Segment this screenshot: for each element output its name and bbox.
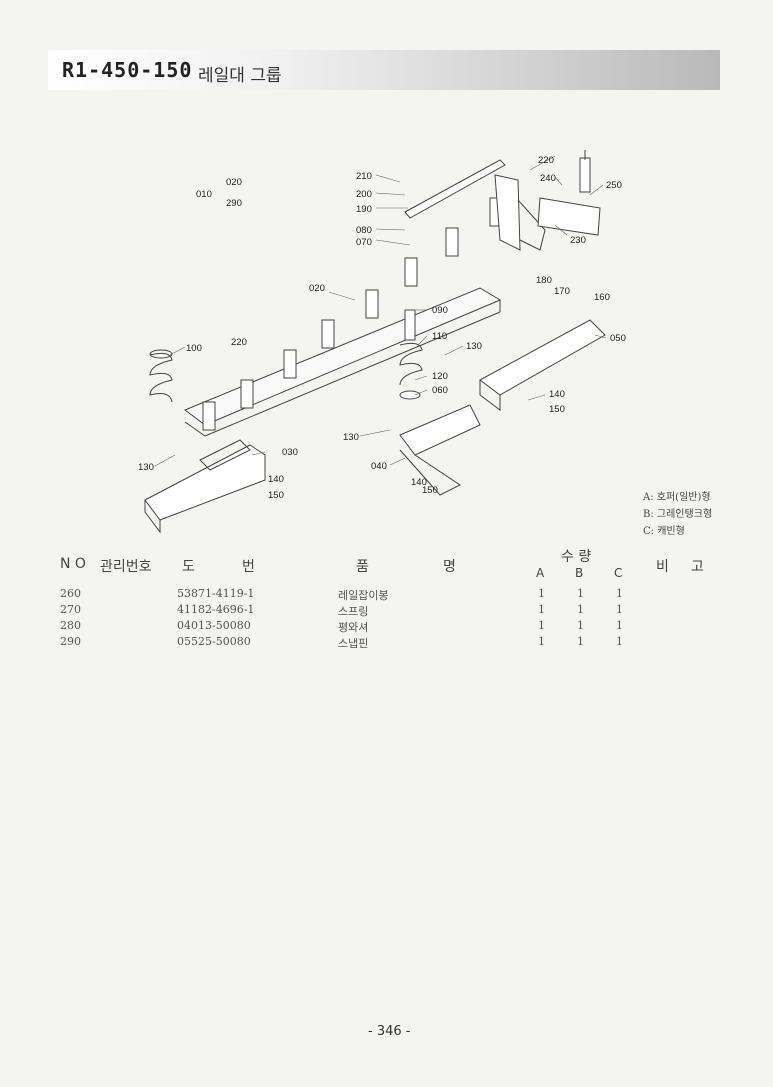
- col-mgmt: 관리번호: [100, 559, 152, 575]
- diagram-label: 220: [231, 337, 247, 348]
- diagram-label: 180: [536, 275, 552, 286]
- diagram-label: 020: [309, 283, 325, 294]
- diagram-label: 290: [226, 198, 242, 209]
- diagram-label: 160: [594, 292, 610, 303]
- section-title: 레일대 그룹: [198, 66, 282, 86]
- diagram-label: 140: [549, 389, 565, 400]
- legend-b: B: 그레인탱크형: [643, 509, 713, 520]
- page-number: - 346 -: [368, 1024, 411, 1039]
- diagram-label: 130: [466, 341, 482, 352]
- col-c: C: [614, 566, 623, 580]
- diagram-label: 140: [411, 477, 427, 488]
- diagram-label: 250: [606, 180, 622, 191]
- diagram-label: 040: [371, 461, 387, 472]
- diagram-label: 220: [538, 155, 554, 166]
- page-header: R1-450-150 레일대 그룹: [48, 50, 720, 90]
- diagram-label: 110: [432, 331, 447, 342]
- diagram-label: 130: [343, 432, 359, 443]
- legend-c: C: 캐빈형: [643, 526, 685, 537]
- diagram-label: 150: [549, 404, 565, 415]
- diagram-label: 100: [186, 343, 202, 354]
- diagram-label: 150: [422, 485, 438, 496]
- diagram-label: 140: [268, 474, 284, 485]
- parts-diagram: 210 200 190 080 070 010 020 290 220 240 …: [138, 150, 626, 534]
- diagram-label: 070: [356, 237, 372, 248]
- diagram-label: 170: [554, 286, 570, 297]
- section-code: R1-450-150: [62, 58, 193, 82]
- diagram-label: 020: [226, 177, 242, 188]
- diagram-label: 010: [196, 189, 212, 200]
- col-pum: 품: [356, 559, 369, 575]
- diagram-label: 080: [356, 225, 372, 236]
- col-go: 고: [691, 559, 704, 575]
- diagram-label: 200: [356, 189, 372, 200]
- col-suryang: 수 량: [561, 549, 592, 565]
- col-no: N O: [60, 556, 86, 572]
- diagram-label: 030: [282, 447, 298, 458]
- diagram-label: 130: [138, 462, 154, 473]
- col-a: A: [536, 566, 545, 580]
- diagram-label: 090: [432, 305, 448, 316]
- diagram-label: 190: [356, 204, 372, 215]
- diagram-label: 120: [432, 371, 448, 382]
- col-b: B: [575, 566, 584, 580]
- diagram-label: 050: [610, 333, 626, 344]
- diagram-label: 210: [356, 171, 372, 182]
- diagram-label: 240: [540, 173, 556, 184]
- diagram-label: 230: [570, 235, 586, 246]
- col-bi: 비: [656, 559, 669, 575]
- diagram-label: 060: [432, 385, 448, 396]
- legend-a: A: 호퍼(일반)형: [643, 492, 711, 503]
- diagram-label: 150: [268, 490, 284, 501]
- col-do: 도: [182, 559, 195, 575]
- col-myeong: 명: [443, 559, 456, 575]
- col-beon: 번: [242, 559, 255, 575]
